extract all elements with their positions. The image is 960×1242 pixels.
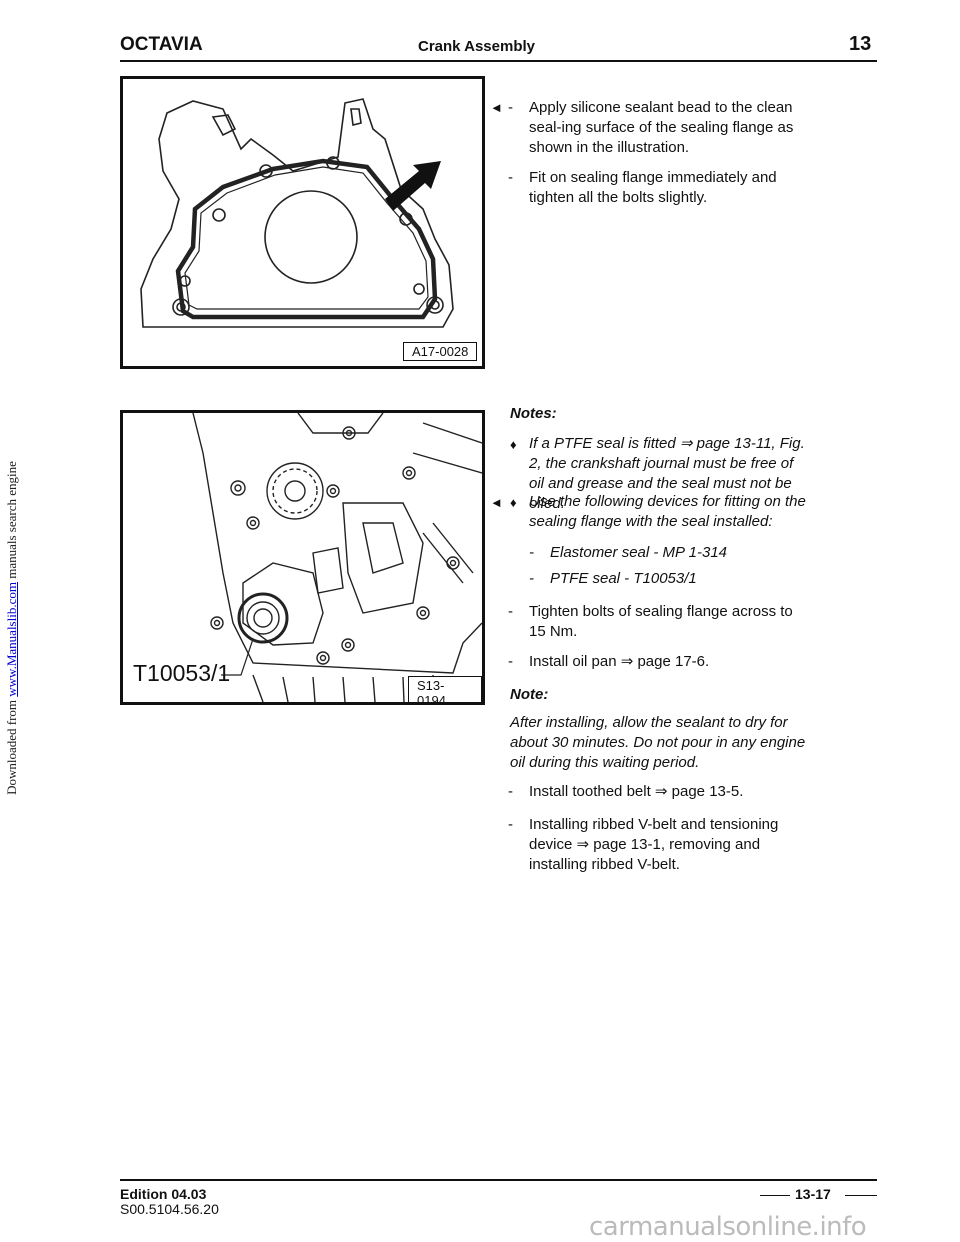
notes-heading: Notes: <box>510 405 557 422</box>
step-dash: - <box>508 816 513 833</box>
sealing-flange-drawing <box>140 98 454 328</box>
download-notice: Downloaded from www.Manualslib.com manua… <box>4 318 20 938</box>
step-dash: - <box>508 603 513 620</box>
page-number-line-right <box>845 1195 877 1196</box>
note-sealant-dry: After installing, allow the sealant to d… <box>510 714 806 771</box>
step-dash: - <box>508 99 513 116</box>
sub-text: PTFE seal - T10053/1 <box>550 570 697 587</box>
model-name: OCTAVIA <box>120 34 203 55</box>
step-dash: - <box>508 653 513 670</box>
chapter-number: 13 <box>849 33 872 55</box>
step-install-ribbed-belt: - Installing ribbed V-belt and tensionin… <box>508 815 812 875</box>
figure-pointer-arrow: ◄ <box>490 100 503 115</box>
step-install-toothed-belt: - Install toothed belt ⇒ page 13-5. <box>508 782 812 802</box>
step-text: Install oil pan ⇒ page 17-6. <box>529 653 710 670</box>
page-number-line-left <box>760 1195 790 1196</box>
page-number: 13-17 <box>795 1186 831 1202</box>
step-install-oil-pan: - Install oil pan ⇒ page 17-6. <box>508 652 812 672</box>
step-apply-sealant: - Apply silicone sealant bead to the cle… <box>508 98 810 158</box>
manualslib-link[interactable]: www.Manualslib.com <box>4 582 19 697</box>
download-prefix: Downloaded from <box>4 696 19 795</box>
figure-pointer-arrow: ◄ <box>490 495 503 510</box>
step-tighten-bolts: - Tighten bolts of sealing flange across… <box>508 602 812 642</box>
sub-text: Elastomer seal - MP 1-314 <box>550 544 728 561</box>
header-rule <box>120 60 877 62</box>
step-text: Fit on sealing flange immediately and ti… <box>529 169 777 206</box>
note-fitting-devices: Use the following devices for fitting on… <box>529 493 806 530</box>
device-ptfe: - PTFE seal - T10053/1 <box>529 569 812 589</box>
bullet-icon: ♦ <box>510 437 517 452</box>
bullet-icon: ♦ <box>510 495 517 510</box>
sub-dash: - <box>529 570 534 587</box>
sealing-flange-figure: A17-0028 <box>120 76 485 369</box>
note-ptfe-seal: If a PTFE seal is fitted ⇒ page 13-11, F… <box>529 435 805 512</box>
step-text: Tighten bolts of sealing flange across t… <box>529 603 793 640</box>
step-fit-flange: - Fit on sealing flange immediately and … <box>508 168 810 208</box>
watermark: carmanualsonline.info <box>589 1212 867 1242</box>
step-text: Install toothed belt ⇒ page 13-5. <box>529 783 744 800</box>
step-dash: - <box>508 169 513 186</box>
edition-label: Edition 04.03 <box>120 1186 207 1202</box>
step-text: Apply silicone sealant bead to the clean… <box>529 99 794 156</box>
step-text: Installing ribbed V-belt and tensioning … <box>529 816 779 873</box>
engine-block-drawing <box>192 413 482 702</box>
seal-installation-figure: T10053/1 S13-0194 <box>120 410 485 705</box>
download-suffix: manuals search engine <box>4 461 19 583</box>
figure-code-label: S13-0194 <box>408 676 482 702</box>
section-title: Crank Assembly <box>418 38 535 55</box>
figure-code-label: A17-0028 <box>403 342 478 361</box>
sub-dash: - <box>529 544 534 561</box>
device-elastomer: - Elastomer seal - MP 1-314 <box>529 543 812 563</box>
note-heading: Note: <box>510 686 549 703</box>
document-code: S00.5104.56.20 <box>120 1201 219 1217</box>
step-dash: - <box>508 783 513 800</box>
footer-rule <box>120 1179 877 1181</box>
tool-callout-label: T10053/1 <box>133 660 231 686</box>
